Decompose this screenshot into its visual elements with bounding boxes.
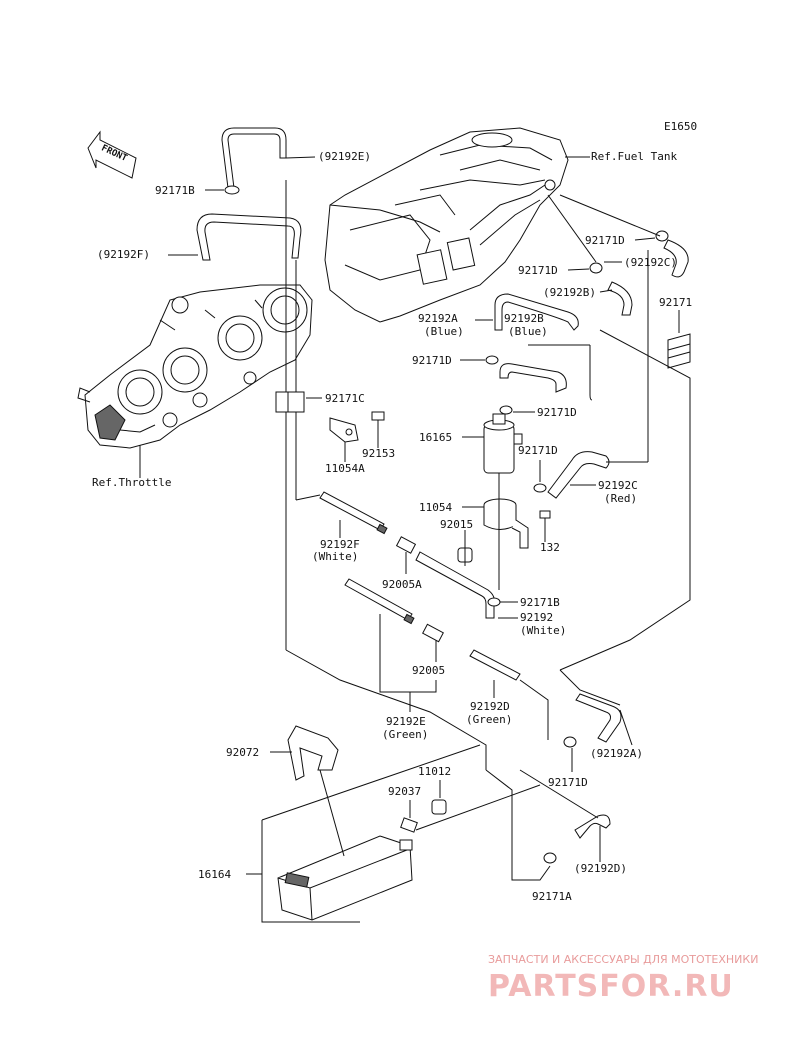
bracket-11054	[483, 498, 529, 549]
hose-92192C-red	[547, 451, 610, 499]
label-16165: 16165	[419, 431, 452, 444]
label-16164: 16164	[198, 868, 231, 881]
label-92192B-par: (92192B)	[543, 286, 596, 299]
label-92192A-sub: (Blue)	[424, 325, 464, 338]
fitting-92005A	[395, 536, 417, 554]
collar-11012	[431, 799, 447, 815]
clamp-92171B-b	[487, 597, 501, 607]
hose-92192B-blue	[499, 363, 567, 393]
fitting-92005	[422, 623, 444, 643]
clamp-92171D-b	[589, 262, 603, 274]
label-92015: 92015	[440, 518, 473, 531]
canister-16164	[277, 835, 413, 921]
fuel-tank	[324, 127, 569, 323]
label-92192F-top: (92192F)	[97, 248, 150, 261]
front-arrow-icon: FRONT	[87, 130, 137, 179]
watermark-brand: PARTSFOR.RU	[488, 969, 734, 1004]
diagram-code: E1650	[664, 120, 697, 133]
clamp-92171D-d	[499, 405, 513, 415]
holder-92072	[287, 725, 339, 781]
label-92171D-a: 92171D	[585, 234, 625, 247]
ref-throttle-label: Ref.Throttle	[92, 476, 171, 489]
bolt-132	[539, 510, 551, 530]
bolt-92153	[371, 411, 385, 432]
label-92171B-b: 92171B	[520, 596, 560, 609]
valve-16165	[483, 413, 523, 482]
label-92192E: 92192E	[386, 715, 426, 728]
clamp-92171D-f	[563, 736, 577, 748]
hose-92192E-green	[344, 578, 413, 621]
label-92192E-top: (92192E)	[318, 150, 371, 163]
label-92192-sub: (White)	[520, 624, 566, 637]
label-92005: 92005	[412, 664, 445, 677]
clamp-92171B-top	[224, 185, 240, 195]
clamp-92171D-c	[485, 355, 499, 365]
hose-92192B-upper	[607, 281, 633, 316]
bracket-11054A	[329, 417, 359, 443]
hose-92192F-white	[319, 491, 385, 531]
label-92171B-top: 92171B	[155, 184, 195, 197]
throttle-body-assembly	[77, 284, 313, 449]
label-92072: 92072	[226, 746, 259, 759]
label-92192D-sub: (Green)	[466, 713, 512, 726]
label-92192A-par: (92192A)	[590, 747, 643, 760]
watermark-tagline: ЗАПЧАСТИ И АКСЕССУАРЫ ДЛЯ МОТОТЕХНИКИ	[488, 953, 758, 966]
fitting-92037	[400, 817, 418, 833]
label-92171-right: 92171	[659, 296, 692, 309]
hose-92192C-upper	[663, 239, 689, 278]
watermark: ЗАПЧАСТИ И АКСЕССУАРЫ ДЛЯ МОТОТЕХНИКИ PA…	[488, 953, 758, 1004]
clip-92171C	[275, 391, 305, 413]
hose-92192E-upper	[221, 127, 287, 189]
label-92192A: 92192A	[418, 312, 458, 325]
label-92192: 92192	[520, 611, 553, 624]
label-92171C: 92171C	[325, 392, 365, 405]
label-92171D-b: 92171D	[518, 264, 558, 277]
label-92192D-par: (92192D)	[574, 862, 627, 875]
ref-fuel-tank-label: Ref.Fuel Tank	[591, 150, 677, 163]
label-92192C: 92192C	[598, 479, 638, 492]
hose-92192D-lower	[574, 814, 611, 839]
label-92153: 92153	[362, 447, 395, 460]
hose-92192A-blue	[494, 293, 579, 331]
label-92192C-par: (92192C)	[624, 256, 677, 269]
label-92192E-sub: (Green)	[382, 728, 428, 741]
label-11012: 11012	[418, 765, 451, 778]
label-132: 132	[540, 541, 560, 554]
clamp-92171D-e	[533, 483, 547, 493]
label-92192B: 92192B	[504, 312, 544, 325]
label-92171D-f: 92171D	[548, 776, 588, 789]
clamp-92171A	[543, 852, 557, 864]
label-92192B-sub: (Blue)	[508, 325, 548, 338]
hose-92192F-upper	[196, 213, 302, 261]
label-92171A: 92171A	[532, 890, 572, 903]
label-92192F-sub: (White)	[312, 550, 358, 563]
label-92005A: 92005A	[382, 578, 422, 591]
label-92037: 92037	[388, 785, 421, 798]
label-11054A: 11054A	[325, 462, 365, 475]
hose-92192D-green	[469, 649, 521, 681]
label-92192C-sub: (Red)	[604, 492, 637, 505]
clamp-92171D-a	[655, 230, 669, 242]
label-92171D-c: 92171D	[412, 354, 452, 367]
label-11054: 11054	[419, 501, 452, 514]
hose-92192-white	[415, 551, 495, 619]
clip-92171	[667, 333, 691, 369]
label-92192D: 92192D	[470, 700, 510, 713]
label-92192F: 92192F	[320, 538, 360, 551]
label-92171D-e: 92171D	[518, 444, 558, 457]
label-92171D-d: 92171D	[537, 406, 577, 419]
hose-92192A-lower	[575, 693, 622, 743]
